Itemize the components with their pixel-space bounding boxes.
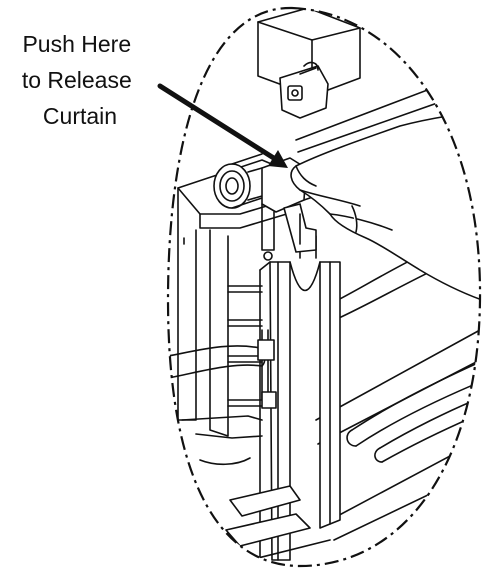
detail-view-boundary (166, 6, 482, 568)
callout-arrow (157, 83, 288, 168)
callout-label: Push Here to Release Curtain (22, 31, 138, 129)
release-knob (213, 153, 263, 209)
vertical-frame (259, 235, 341, 561)
latch-bracket (279, 61, 329, 119)
lower-clip (181, 329, 277, 466)
ladder-rungs (227, 285, 263, 407)
hand-illustration (290, 111, 481, 301)
callout-line-1: Push Here (22, 31, 131, 57)
callout-line-2: to Release (22, 67, 132, 93)
mechanism-drawing (168, 7, 481, 561)
callout-line-3: Curtain (43, 103, 117, 129)
base-feet (225, 485, 331, 561)
